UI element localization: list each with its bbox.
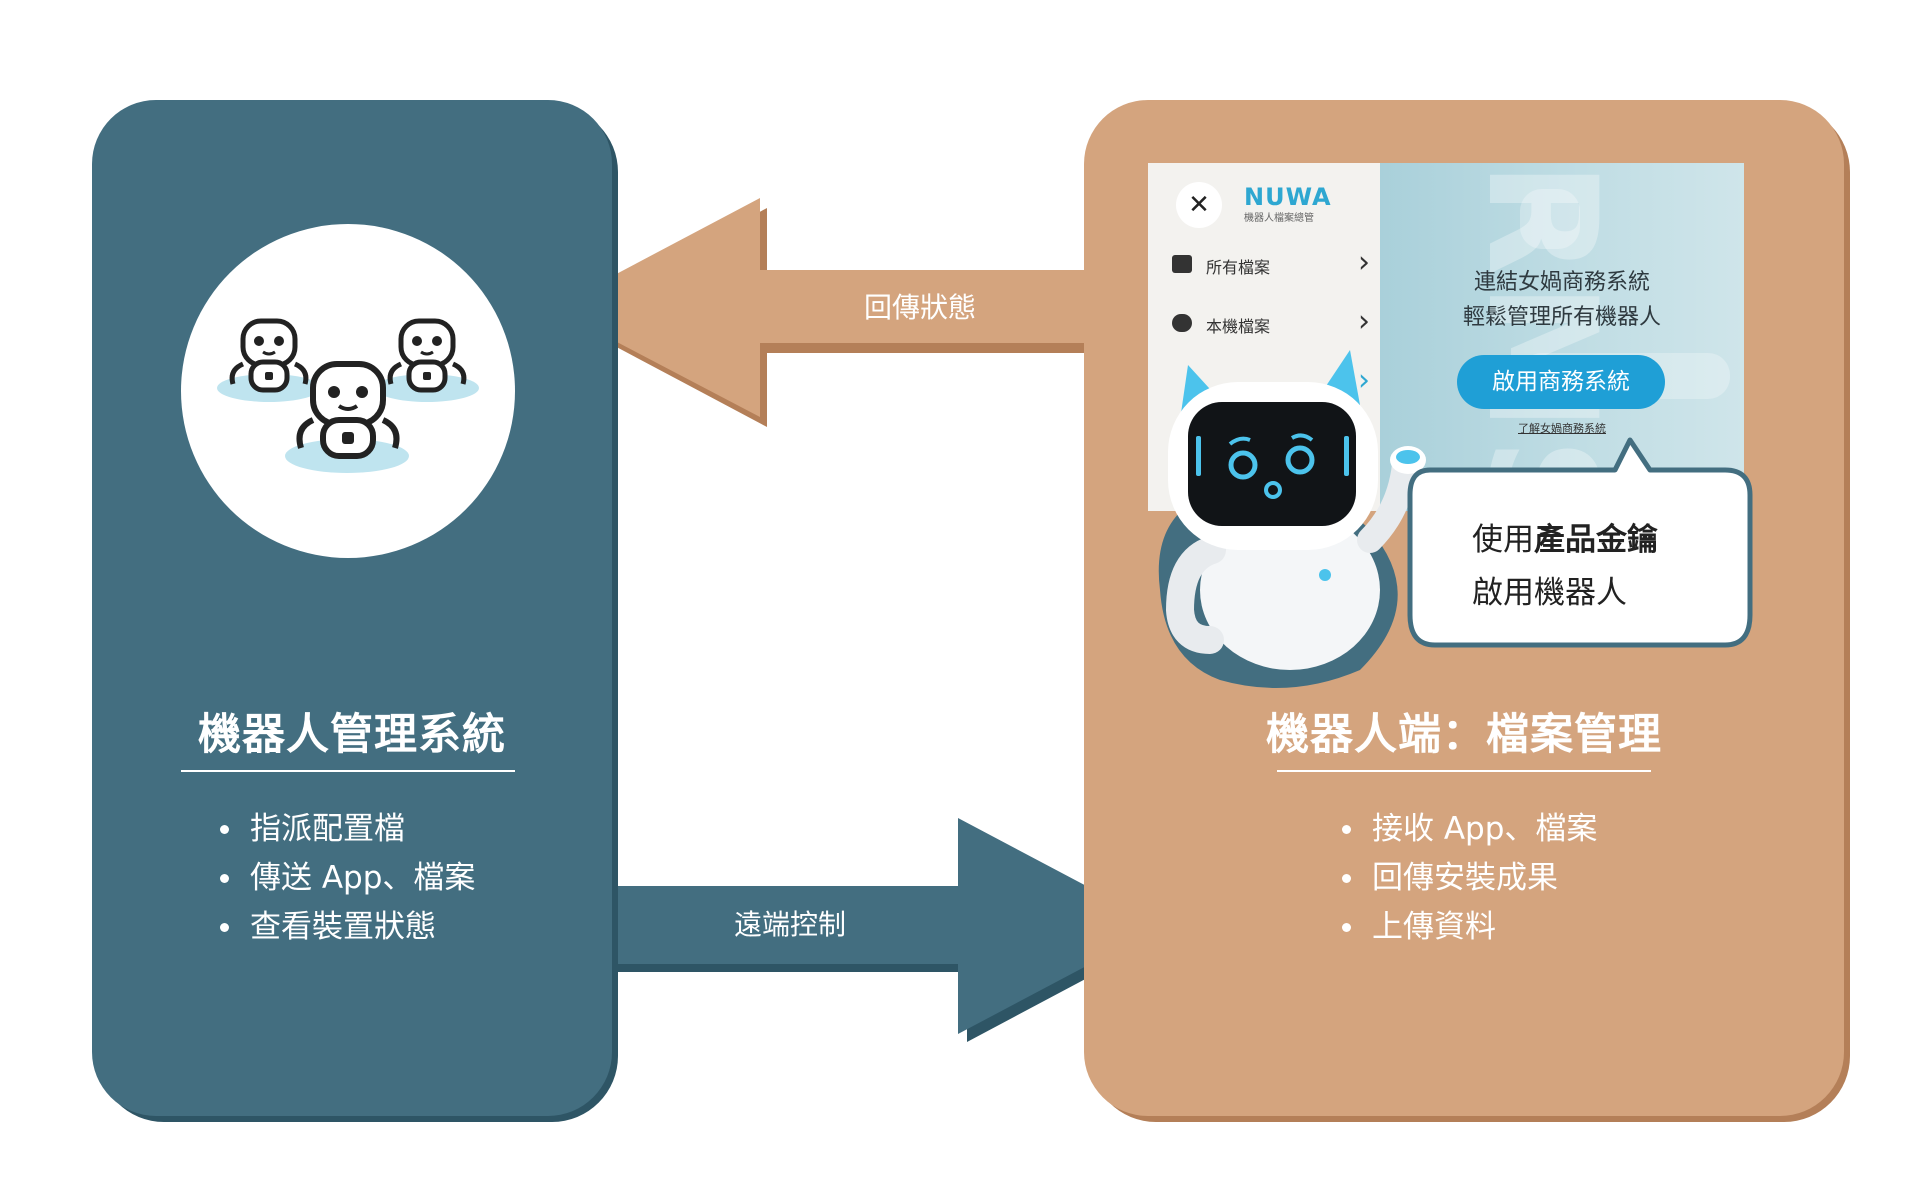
remote-control-label: 遠端控制 bbox=[733, 908, 846, 941]
robot-group-icon bbox=[217, 318, 479, 473]
speech-line-1: 使用產品金鑰 bbox=[1472, 514, 1658, 559]
left-bullet-list: 指派配置檔 傳送 App、檔案 查看裝置狀態 bbox=[220, 805, 475, 952]
close-icon[interactable]: ✕ bbox=[1176, 182, 1222, 228]
cta-line-2: 輕鬆管理所有機器人 bbox=[1462, 305, 1661, 330]
kebbi-robot-icon bbox=[1158, 350, 1426, 688]
watermark-bar bbox=[1520, 189, 1580, 249]
list-item: 接收 App、檔案 bbox=[1342, 805, 1597, 854]
menu-item-partial[interactable]: › bbox=[1170, 363, 1370, 398]
arrow-remote-control bbox=[600, 818, 1162, 1034]
right-title-underline bbox=[1277, 770, 1651, 772]
menu-item-local-files[interactable]: 本機檔案 › bbox=[1170, 304, 1370, 339]
list-item: 查看裝置狀態 bbox=[220, 903, 475, 952]
right-bullet-list: 接收 App、檔案 回傳安裝成果 上傳資料 bbox=[1342, 805, 1597, 952]
nuwa-logo: NUWA bbox=[1244, 183, 1332, 211]
chevron-right-icon: › bbox=[1358, 304, 1370, 339]
chevron-right-icon: › bbox=[1358, 363, 1370, 398]
list-item: 上傳資料 bbox=[1342, 903, 1597, 952]
list-item: 指派配置檔 bbox=[220, 805, 475, 854]
arrow-return-status bbox=[552, 198, 1090, 417]
product-key-text: 產品金鑰 bbox=[1534, 522, 1658, 558]
list-item: 回傳安裝成果 bbox=[1342, 854, 1597, 903]
speech-line-1-prefix: 使用 bbox=[1472, 522, 1534, 558]
right-panel-title: 機器人端：檔案管理 bbox=[1266, 710, 1662, 760]
logo-subtitle: 機器人檔案總管 bbox=[1244, 213, 1314, 224]
learn-more-link[interactable]: 了解女媧商務系統 bbox=[1518, 422, 1606, 435]
menu-item-label: 本機檔案 bbox=[1206, 317, 1271, 336]
menu-item-all-files[interactable]: 所有檔案 › bbox=[1170, 245, 1370, 280]
chevron-right-icon: › bbox=[1358, 245, 1370, 280]
left-title-underline bbox=[181, 770, 515, 772]
list-item: 傳送 App、檔案 bbox=[220, 854, 475, 903]
folder-icon bbox=[1172, 255, 1192, 273]
robot-group-badge bbox=[181, 224, 515, 558]
speech-line-2: 啟用機器人 bbox=[1472, 575, 1627, 611]
speech-bubble bbox=[1407, 437, 1753, 648]
left-panel-title: 機器人管理系統 bbox=[198, 710, 506, 760]
return-status-label: 回傳狀態 bbox=[863, 291, 976, 324]
menu-item-label: 所有檔案 bbox=[1206, 258, 1271, 277]
enable-business-system-button[interactable]: 啟用商務系統 bbox=[1457, 355, 1665, 409]
robot-face-icon bbox=[1172, 314, 1192, 332]
cta-line-1: 連結女媧商務系統 bbox=[1473, 270, 1650, 295]
